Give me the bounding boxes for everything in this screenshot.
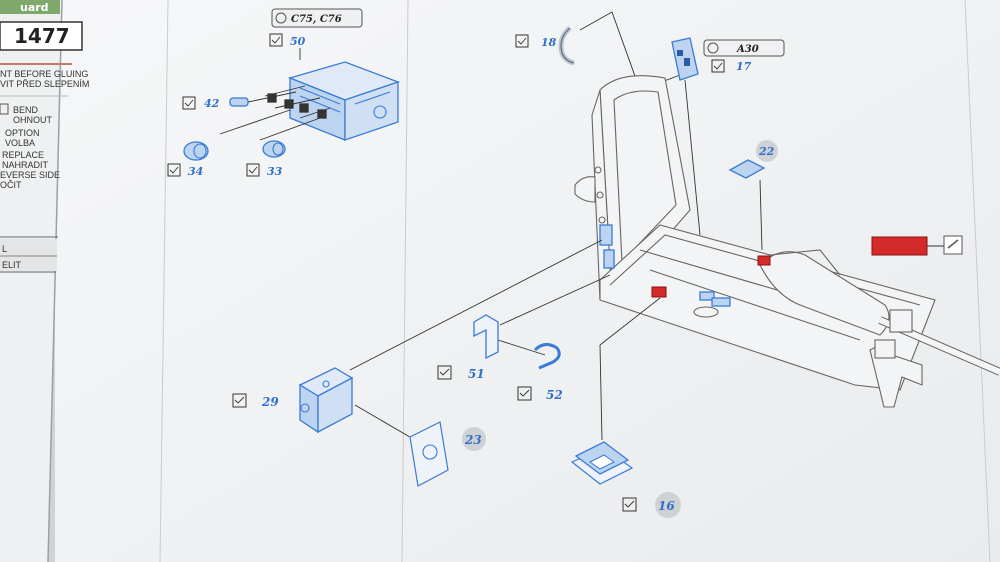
seat-back [599, 75, 691, 302]
lower-parts: 29 23 51 52 16 [232, 239, 681, 518]
seat-top-parts: 18 A30 17 [515, 11, 785, 236]
part-34-label: 34 [188, 165, 203, 178]
part-52-label: 52 [546, 388, 563, 402]
glue-note-cz: VIT PŘED SLEPENÍM [0, 79, 89, 89]
replace-en: REPLACE [2, 150, 44, 160]
brand-name: uard [20, 1, 49, 14]
part-22-badge [756, 140, 778, 162]
part-22-label: 22 [758, 145, 775, 158]
cockpit-floor [599, 224, 936, 391]
part-23 [409, 421, 449, 487]
part-42-knob [229, 97, 249, 107]
c75-c76-label: C75, C76 [291, 14, 342, 25]
resin-callout [871, 236, 928, 256]
part-16-badge [655, 492, 681, 518]
replace-cz: NAHRADIT [2, 160, 49, 170]
cockpit-tub: 22 [574, 75, 1000, 408]
product-number-box [0, 21, 83, 51]
part-22 [728, 159, 766, 179]
part-33-knob [262, 140, 286, 158]
part-16-label: 16 [658, 499, 675, 513]
remove-en: L [2, 244, 7, 254]
bend-en: BEND [13, 105, 39, 115]
radio-side [344, 81, 399, 141]
tool-circle-icon [275, 12, 287, 24]
a30-callout [703, 39, 785, 57]
part-51 [473, 314, 499, 360]
radio-assembly: C75, C76 50 42 [167, 8, 400, 178]
legend-page [0, 0, 62, 562]
part-34-knob [183, 141, 209, 161]
part-23-label: 23 [464, 433, 482, 447]
reverse-cz: OČIT [0, 180, 22, 190]
tub-pe-part-a [599, 224, 613, 246]
c75-c76-callout [271, 8, 363, 28]
glue-note-en: NT BEFORE GLUING [0, 69, 88, 79]
part-42-label: 42 [204, 97, 220, 110]
bend-cz: OHNOUT [13, 115, 52, 125]
pe-fret-icon [943, 235, 963, 255]
part-17-label: 17 [736, 60, 752, 73]
option-en: OPTION [5, 128, 40, 138]
part-50-label: 50 [290, 35, 306, 48]
brand-banner [0, 0, 60, 14]
bend-icon [0, 103, 9, 115]
remove-cz: ELIT [2, 260, 22, 270]
part-52 [533, 343, 561, 370]
red-part-a [651, 286, 667, 298]
part-51-label: 51 [468, 367, 485, 381]
option-cz: VOLBA [5, 138, 35, 148]
part-33-label: 33 [267, 165, 283, 178]
check-box-icon [269, 33, 283, 47]
part-29-label: 29 [261, 395, 279, 409]
part-23-badge [462, 427, 486, 451]
part-18-label: 18 [541, 36, 557, 49]
reverse-en: EVERSE SIDE [0, 170, 60, 180]
red-part-b [757, 255, 771, 266]
product-number: 1477 [14, 24, 70, 48]
a30-label: A30 [736, 44, 759, 55]
legend-strip: uard 1477 NT BEFORE GLUING VIT PŘED SLEP… [0, 0, 89, 273]
